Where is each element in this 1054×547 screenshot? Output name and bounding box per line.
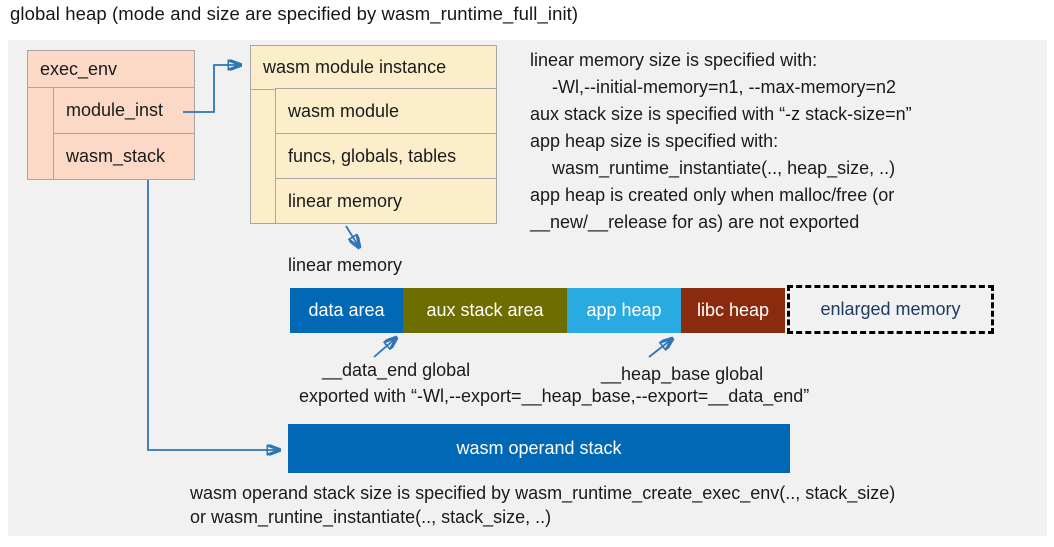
wasm-operand-stack-bar: wasm operand stack <box>288 424 790 473</box>
note-line: linear memory size is specified with: <box>530 50 818 70</box>
segment-libc-heap: libc heap <box>681 288 785 333</box>
segment-app-heap: app heap <box>567 288 681 333</box>
export-flags-label: exported with “-Wl,--export=__heap_base,… <box>299 386 810 406</box>
module-instance-header: wasm module instance <box>251 46 496 90</box>
heap-base-global-label: __heap_base global <box>601 364 764 384</box>
linear-memory-bar-label: linear memory <box>288 255 403 275</box>
segment-data-area: data area <box>290 288 403 333</box>
exec-env-row-wasm-stack: wasm_stack <box>53 133 195 180</box>
exec-env-row-module-inst: module_inst <box>53 87 195 134</box>
segment-aux-stack-area: aux stack area <box>403 288 567 333</box>
note-line: app heap size is specified with: <box>530 131 779 151</box>
note-line: wasm_runtime_instantiate(.., heap_size, … <box>552 158 896 178</box>
note-line: -Wl,--initial-memory=n1, --max-memory=n2 <box>552 77 897 97</box>
module-instance-row-wasm-module: wasm module <box>275 88 497 134</box>
module-instance-row-linear-memory: linear memory <box>275 178 497 224</box>
linker-notes: linear memory size is specified with: -W… <box>530 47 912 236</box>
operand-stack-note-line2: or wasm_runtine_instantiate(.., stack_si… <box>190 507 552 527</box>
note-line: __new/__release for as) are not exported <box>530 212 860 232</box>
segment-enlarged-memory: enlarged memory <box>787 285 994 334</box>
operand-stack-note: wasm operand stack size is specified by … <box>190 481 895 529</box>
diagram-title: global heap (mode and size are specified… <box>10 3 579 24</box>
exec-env-header: exec_env <box>28 51 194 88</box>
note-line: app heap is created only when malloc/fre… <box>530 185 895 205</box>
module-instance-row-funcs-globals-tables: funcs, globals, tables <box>275 133 497 179</box>
operand-stack-note-line1: wasm operand stack size is specified by … <box>190 483 896 503</box>
note-line: aux stack size is specified with “-z sta… <box>530 104 912 124</box>
data-end-global-label: __data_end global <box>322 360 471 380</box>
